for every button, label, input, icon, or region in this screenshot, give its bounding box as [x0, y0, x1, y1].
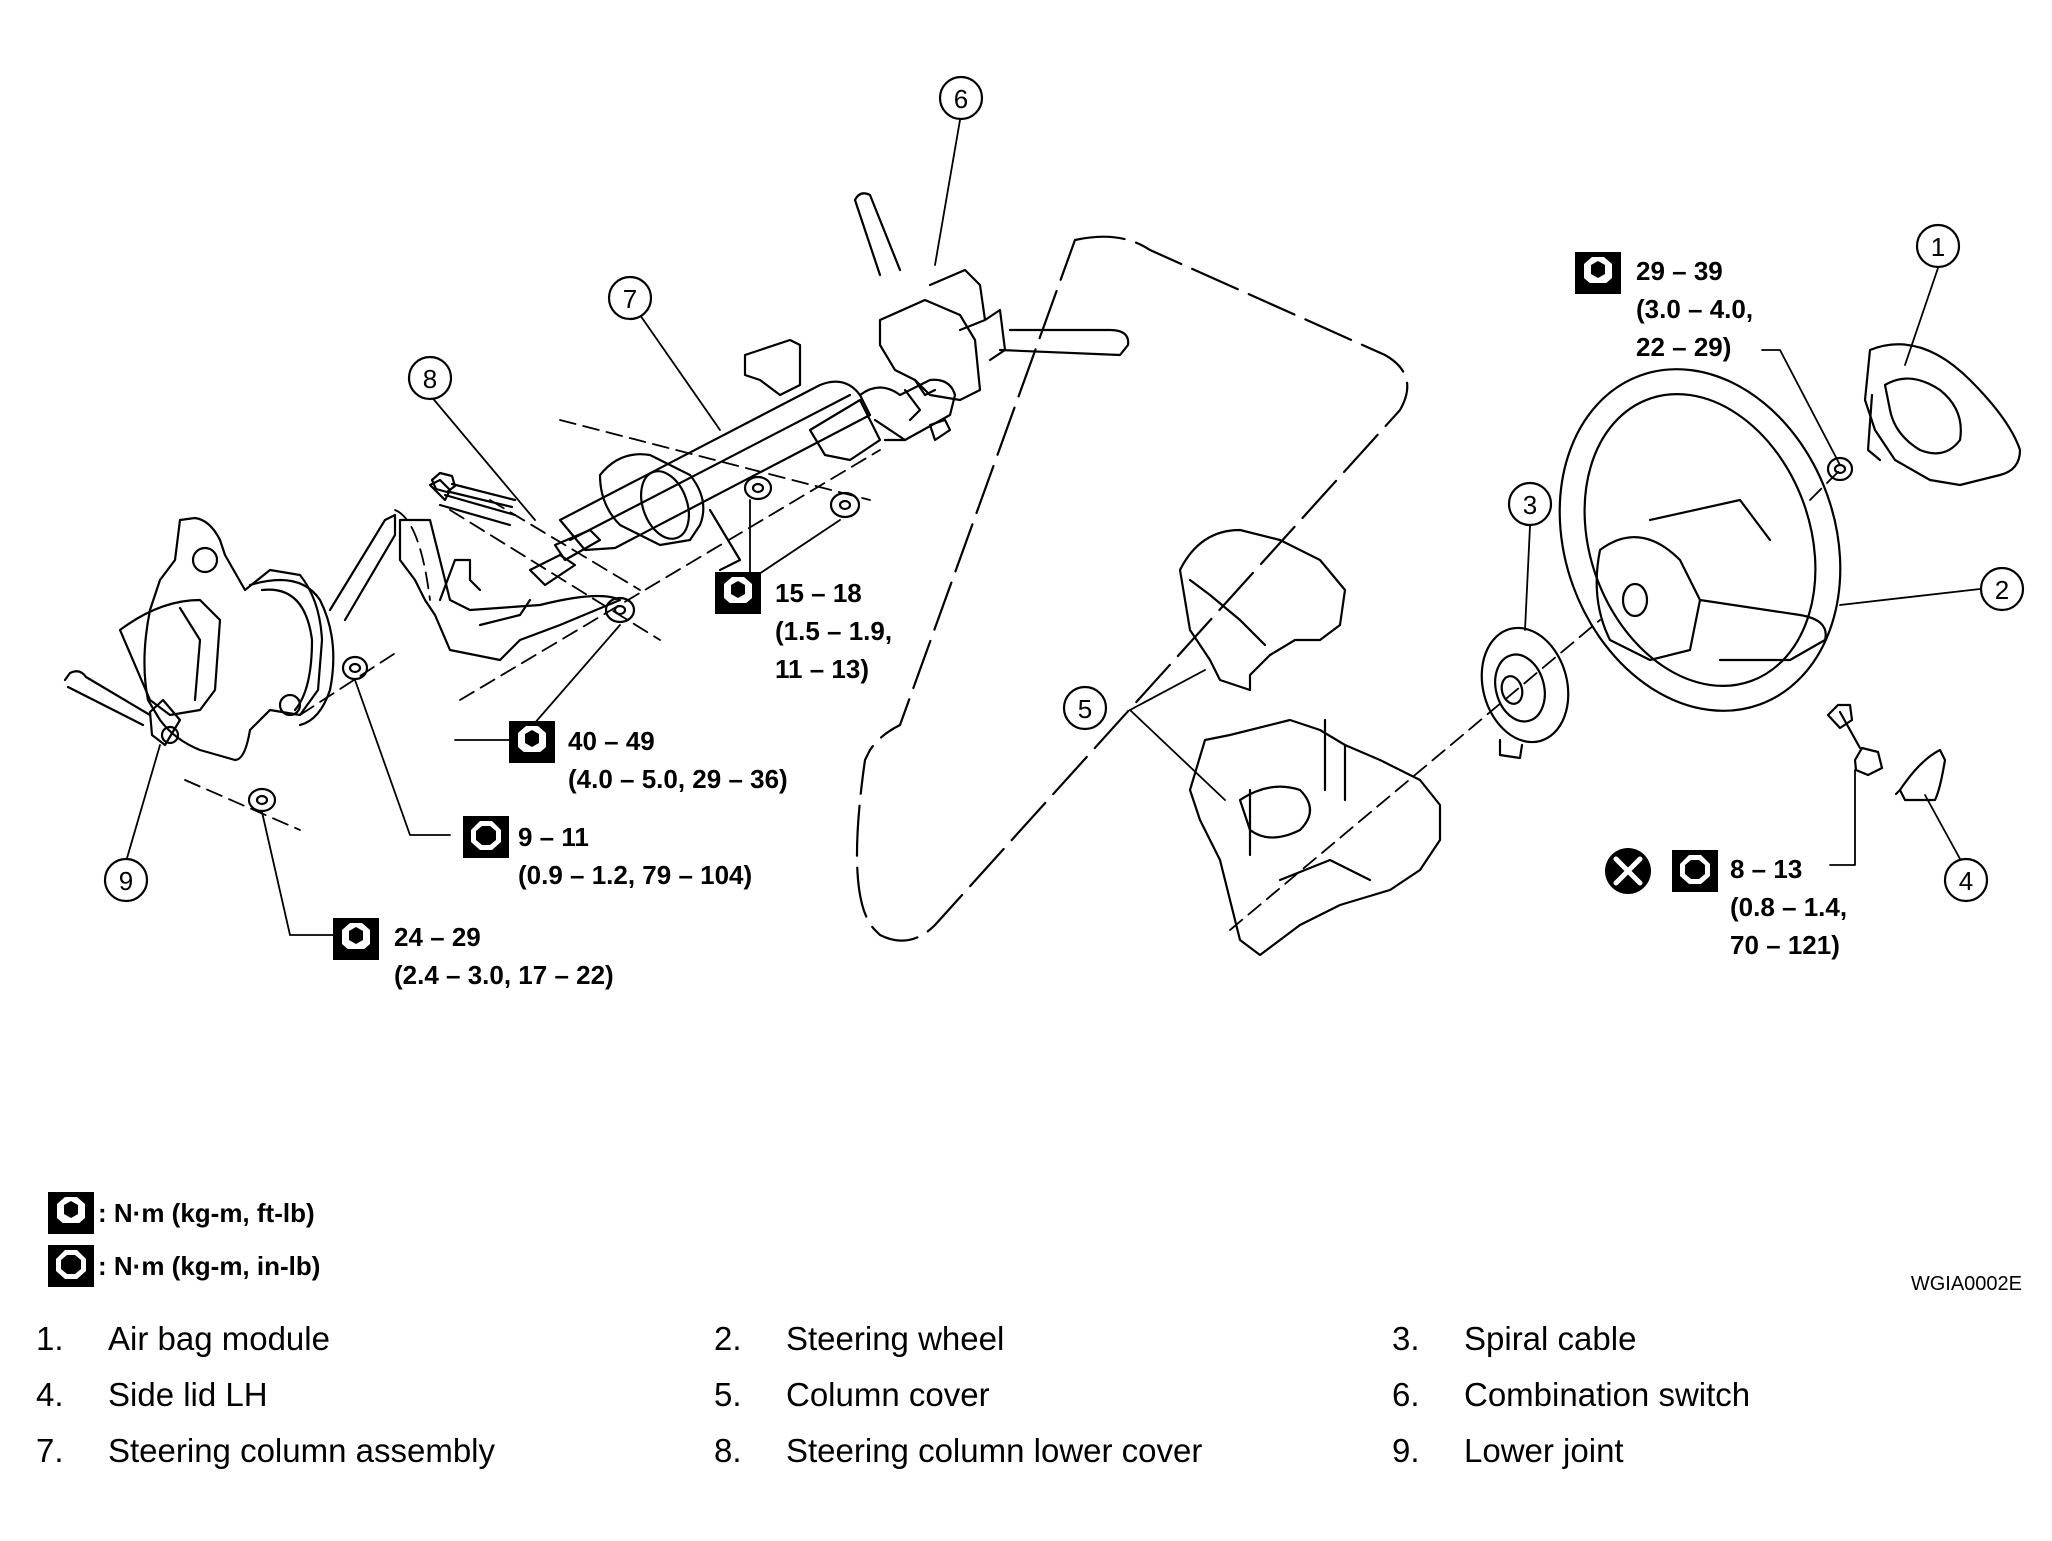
torque-wrench-filled-icon	[1672, 850, 1718, 892]
fasteners	[247, 456, 1884, 813]
callout-label-5: 5	[1078, 694, 1092, 724]
callout-9	[103, 857, 149, 903]
callout-6	[938, 75, 984, 121]
torque-8-13: 8 – 13 (0.8 – 1.4, 70 – 121)	[1730, 850, 1847, 964]
torque-wrench-icon	[333, 918, 379, 960]
part-number: 4.	[36, 1376, 64, 1413]
torque-wrench-icon	[715, 572, 761, 614]
torque-line: 11 – 13)	[775, 654, 869, 684]
callout-3	[1507, 481, 1553, 527]
part-item: 5. Column cover	[714, 1376, 990, 1414]
callout-label-9: 9	[119, 866, 133, 896]
part-name: Air bag module	[108, 1320, 330, 1357]
part-number: 2.	[714, 1320, 742, 1357]
part-item: 1. Air bag module	[36, 1320, 330, 1358]
part-name: Column cover	[786, 1376, 990, 1413]
air-bag-module	[1863, 343, 2022, 487]
combination-switch	[853, 192, 1130, 442]
steering-column-lower-cover	[398, 478, 622, 662]
torque-line: (3.0 – 4.0,	[1636, 294, 1754, 324]
part-item: 7. Steering column assembly	[36, 1432, 495, 1470]
torque-wrench-icon	[1575, 252, 1621, 294]
callout-5	[1062, 685, 1108, 731]
part-item: 9. Lower joint	[1392, 1432, 1624, 1470]
torque-line: 40 – 49	[568, 726, 655, 756]
assembly-lines	[184, 419, 1841, 931]
legend-in-lb: : N·m (kg-m, in-lb)	[98, 1244, 320, 1288]
torque-40-49: 40 – 49 (4.0 – 5.0, 29 – 36)	[568, 722, 788, 798]
part-number: 5.	[714, 1376, 742, 1413]
torque-29-39: 29 – 39 (3.0 – 4.0, 22 – 29)	[1636, 252, 1753, 366]
torque-wrench-icon	[48, 1192, 94, 1234]
steering-wheel	[1558, 368, 1842, 712]
part-number: 9.	[1392, 1432, 1420, 1469]
callout-label-3: 3	[1523, 490, 1537, 520]
torque-line: 8 – 13	[1730, 854, 1803, 884]
legend-label: : N·m (kg-m, ft-lb)	[98, 1197, 315, 1228]
torque-wrench-filled-icon	[48, 1245, 94, 1287]
part-item: 2. Steering wheel	[714, 1320, 1004, 1358]
part-name: Steering column assembly	[108, 1432, 496, 1469]
part-number: 1.	[36, 1320, 64, 1357]
part-item: 4. Side lid LH	[36, 1376, 268, 1414]
steering-column-assembly	[528, 338, 957, 587]
legend-ft-lb: : N·m (kg-m, ft-lb)	[98, 1191, 315, 1235]
part-number: 8.	[714, 1432, 742, 1469]
figure-code: WGIA0002E	[1910, 1273, 2022, 1295]
torque-line: 15 – 18	[775, 578, 862, 608]
leader-lines	[124, 119, 1981, 936]
callout-label-1: 1	[1931, 232, 1945, 262]
torque-wrench-icon	[509, 721, 555, 763]
legend-label: : N·m (kg-m, in-lb)	[98, 1250, 321, 1281]
lower-joint	[63, 513, 397, 762]
column-cover	[1178, 528, 1442, 957]
callout-4	[1943, 857, 1989, 903]
callout-8	[407, 355, 453, 401]
torque-line: (0.9 – 1.2, 79 – 104)	[518, 860, 753, 890]
callout-circles	[103, 75, 2025, 903]
part-name: Lower joint	[1464, 1432, 1624, 1469]
torque-line: 24 – 29	[394, 922, 481, 952]
part-number: 7.	[36, 1432, 64, 1469]
part-name: Steering wheel	[786, 1320, 1005, 1357]
torque-line: 22 – 29)	[1636, 332, 1732, 362]
part-name: Side lid LH	[108, 1376, 268, 1413]
part-name: Steering column lower cover	[786, 1432, 1203, 1469]
column-cover-outline	[855, 235, 1409, 942]
part-item: 3. Spiral cable	[1392, 1320, 1636, 1358]
part-number: 3.	[1392, 1320, 1420, 1357]
torque-line: 70 – 121)	[1730, 930, 1840, 960]
callout-label-8: 8	[423, 364, 437, 394]
part-item: 6. Combination switch	[1392, 1376, 1750, 1414]
callout-2	[1979, 566, 2025, 612]
torque-15-18: 15 – 18 (1.5 – 1.9, 11 – 13)	[775, 574, 892, 688]
callout-label-2: 2	[1995, 575, 2009, 605]
part-item: 8. Steering column lower cover	[714, 1432, 1202, 1470]
part-name: Spiral cable	[1464, 1320, 1637, 1357]
torque-line: (4.0 – 5.0, 29 – 36)	[568, 764, 788, 794]
callout-1	[1915, 223, 1961, 269]
spiral-cable	[1480, 626, 1570, 760]
torque-line: 29 – 39	[1636, 256, 1723, 286]
torque-24-29: 24 – 29 (2.4 – 3.0, 17 – 22)	[394, 918, 614, 994]
torque-line: (2.4 – 3.0, 17 – 22)	[394, 960, 614, 990]
torque-wrench-filled-icon	[463, 816, 509, 858]
callout-7	[607, 275, 653, 321]
callout-label-4: 4	[1959, 866, 1973, 896]
part-name: Combination switch	[1464, 1376, 1751, 1413]
torque-line: (1.5 – 1.9,	[775, 616, 893, 646]
part-number: 6.	[1392, 1376, 1420, 1413]
do-not-reuse-icon	[1605, 848, 1651, 894]
torque-9-11: 9 – 11 (0.9 – 1.2, 79 – 104)	[518, 818, 752, 894]
callout-label-7: 7	[623, 284, 637, 314]
torque-line: 9 – 11	[518, 822, 589, 852]
side-lid-lh	[1894, 748, 1947, 802]
torque-line: (0.8 – 1.4,	[1730, 892, 1848, 922]
callout-label-6: 6	[954, 84, 968, 114]
